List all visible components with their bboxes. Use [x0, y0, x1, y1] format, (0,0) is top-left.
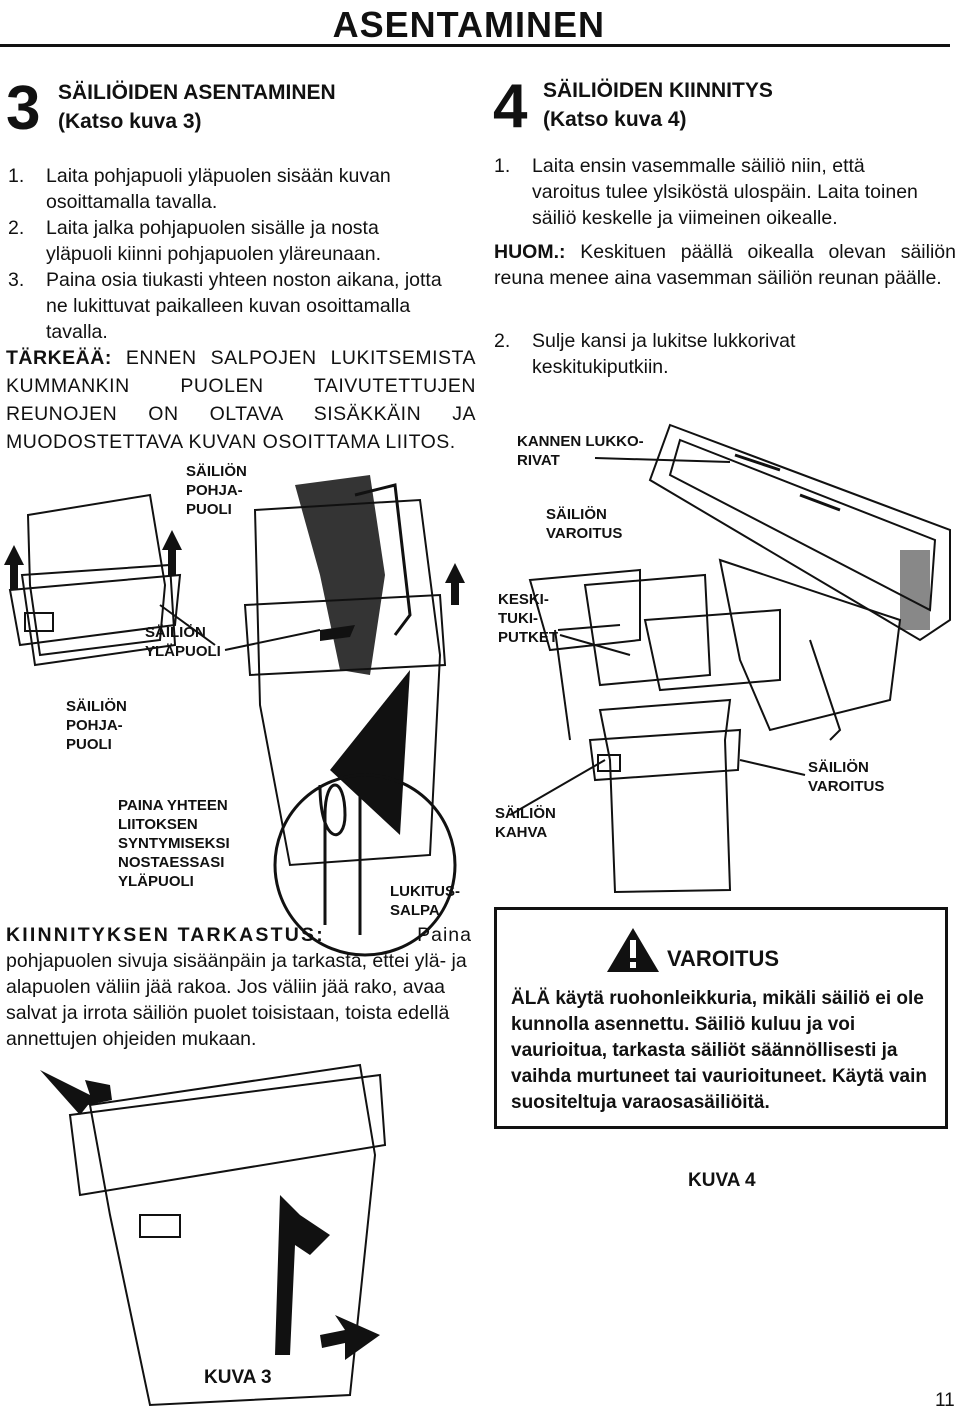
section-3-steps: 1.Laita pohjapuoli yläpuolen sisään kuva…: [8, 163, 448, 345]
check-text-first: Paina: [417, 924, 472, 946]
label-lid-latches: KANNEN LUKKO- RIVAT: [517, 433, 644, 469]
arrow-up-icon: [162, 530, 182, 575]
note-text: Keskituen päällä oikealla olevan säiliön…: [494, 241, 956, 289]
important-text: ENNEN SALPOJEN LUKITSEMISTA KUMMANKIN PU…: [6, 347, 476, 453]
bin-right-drawing: [643, 608, 781, 692]
figure-4-illustration: [509, 423, 951, 894]
label-support-tubes: KESKI- TUKI- PUTKET: [498, 591, 558, 646]
check-paragraph: KIINNITYKSEN TARKASTUS: Paina pohjapuole…: [6, 922, 472, 1052]
figure-3-caption: KUVA 3: [204, 1367, 272, 1388]
figure-4-caption: KUVA 4: [688, 1170, 756, 1191]
label-bin-warning-right: SÄILIÖN VAROITUS: [808, 759, 885, 795]
list-item: 2.Laita jalka pohjapuolen sisälle ja nos…: [8, 217, 381, 265]
warning-title: VAROITUS: [667, 946, 780, 971]
detail-zoom-circle: [273, 773, 457, 957]
section-4-heading-line2: (Katso kuva 4): [543, 108, 687, 131]
section-4-heading-line1: SÄILIÖIDEN KIINNITYS: [543, 79, 773, 102]
header-rule: [0, 44, 950, 47]
note-label: HUOM.:: [494, 241, 566, 263]
section-4-heading: SÄILIÖIDEN KIINNITYS (Katso kuva 4): [543, 76, 773, 134]
section-3-number: 3: [6, 74, 41, 143]
label-bin-handle: SÄILIÖN KAHVA: [495, 805, 556, 841]
bin-left-drawing: [528, 568, 641, 652]
list-item: 3.Paina osia tiukasti yhteen noston aika…: [8, 269, 442, 343]
section-4-step-1: 1. Laita ensin vasemmalle säiliö niin, e…: [494, 155, 918, 229]
important-label: TÄRKEÄÄ:: [6, 347, 112, 369]
arrow-up-icon: [445, 563, 465, 605]
section-3-heading: SÄILIÖIDEN ASENTAMINEN (Katso kuva 3): [58, 78, 336, 136]
handle-drawing: [24, 612, 54, 632]
warning-box: VAROITUS ÄLÄ käytä ruohonleikkuria, mikä…: [494, 907, 948, 1129]
arrow-left-icon: [320, 1315, 380, 1360]
important-note: TÄRKEÄÄ: ENNEN SALPOJEN LUKITSEMISTA KUM…: [6, 344, 476, 456]
page-number: 11: [935, 1390, 955, 1411]
bin-front-drawing: [598, 698, 732, 894]
section-4-step-2: 2. Sulje kansi ja lukitse lukkorivat kes…: [494, 330, 796, 378]
label-bin-bottom-left: SÄILIÖN POHJA- PUOLI: [66, 698, 127, 753]
lid-drawing: [648, 423, 951, 642]
section-4-note: HUOM.: Keskituen päällä oikealla olevan …: [494, 239, 956, 291]
label-latch: LUKITUS- SALPA: [390, 883, 460, 919]
arrow-right-icon: [40, 1070, 112, 1115]
figure-3-illustration: [4, 475, 465, 1407]
section-4-number: 4: [493, 72, 528, 141]
bin-middle-drawing: [583, 573, 712, 687]
bin-top-half-drawing: [253, 498, 442, 867]
arrow-up-icon: [4, 545, 24, 590]
section-3-heading-line2: (Katso kuva 3): [58, 110, 202, 133]
bin-bottom-half-drawing: [26, 493, 167, 657]
leg-drawing: [295, 475, 385, 675]
label-press-together: PAINA YHTEEN LIITOKSEN SYNTYMISEKSI NOST…: [118, 797, 230, 890]
section-3-heading-line1: SÄILIÖIDEN ASENTAMINEN: [58, 81, 336, 104]
page-title: ASENTAMINEN: [332, 4, 605, 45]
warning-header: VAROITUS: [605, 926, 779, 974]
label-bin-warning-top: SÄILIÖN VAROITUS: [546, 506, 623, 542]
bin-assembled-drawing: [88, 1063, 377, 1407]
list-item: 1.Laita pohjapuoli yläpuolen sisään kuva…: [8, 165, 391, 213]
warning-triangle-icon: [607, 928, 659, 972]
check-label: KIINNITYKSEN TARKASTUS:: [6, 924, 325, 946]
label-bin-bottom-top: SÄILIÖN POHJA- PUOLI: [186, 463, 247, 518]
label-bin-top: SÄILIÖN YLÄPUOLI: [145, 624, 221, 660]
check-text: pohjapuolen sivuja sisäänpäin ja tarkast…: [6, 950, 467, 1050]
warning-text: ÄLÄ käytä ruohonleikkuria, mikäli säiliö…: [511, 988, 927, 1113]
